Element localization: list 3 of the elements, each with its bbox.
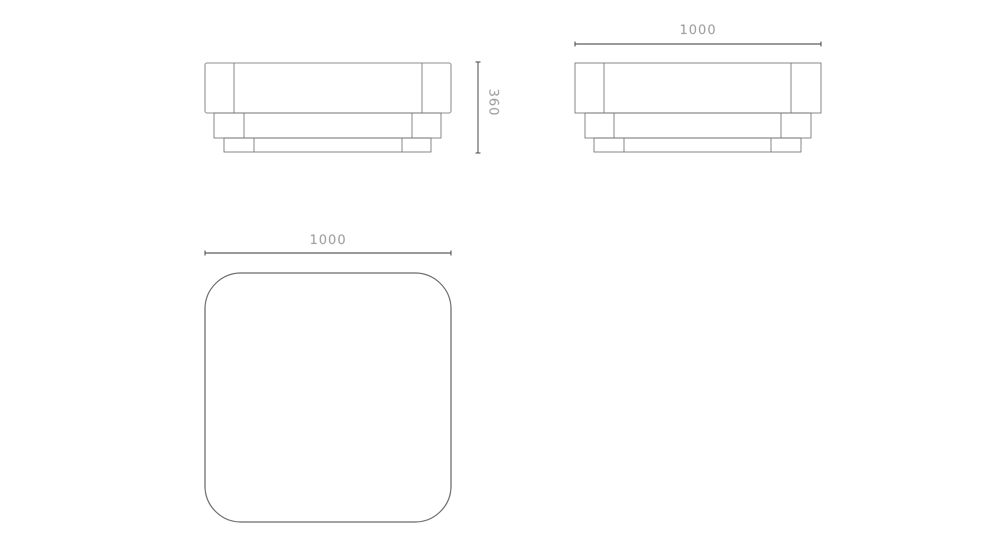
dimension-label: 1000: [310, 234, 347, 246]
dimension-label: 1000: [680, 24, 717, 36]
dimension-label: 360: [486, 88, 500, 116]
